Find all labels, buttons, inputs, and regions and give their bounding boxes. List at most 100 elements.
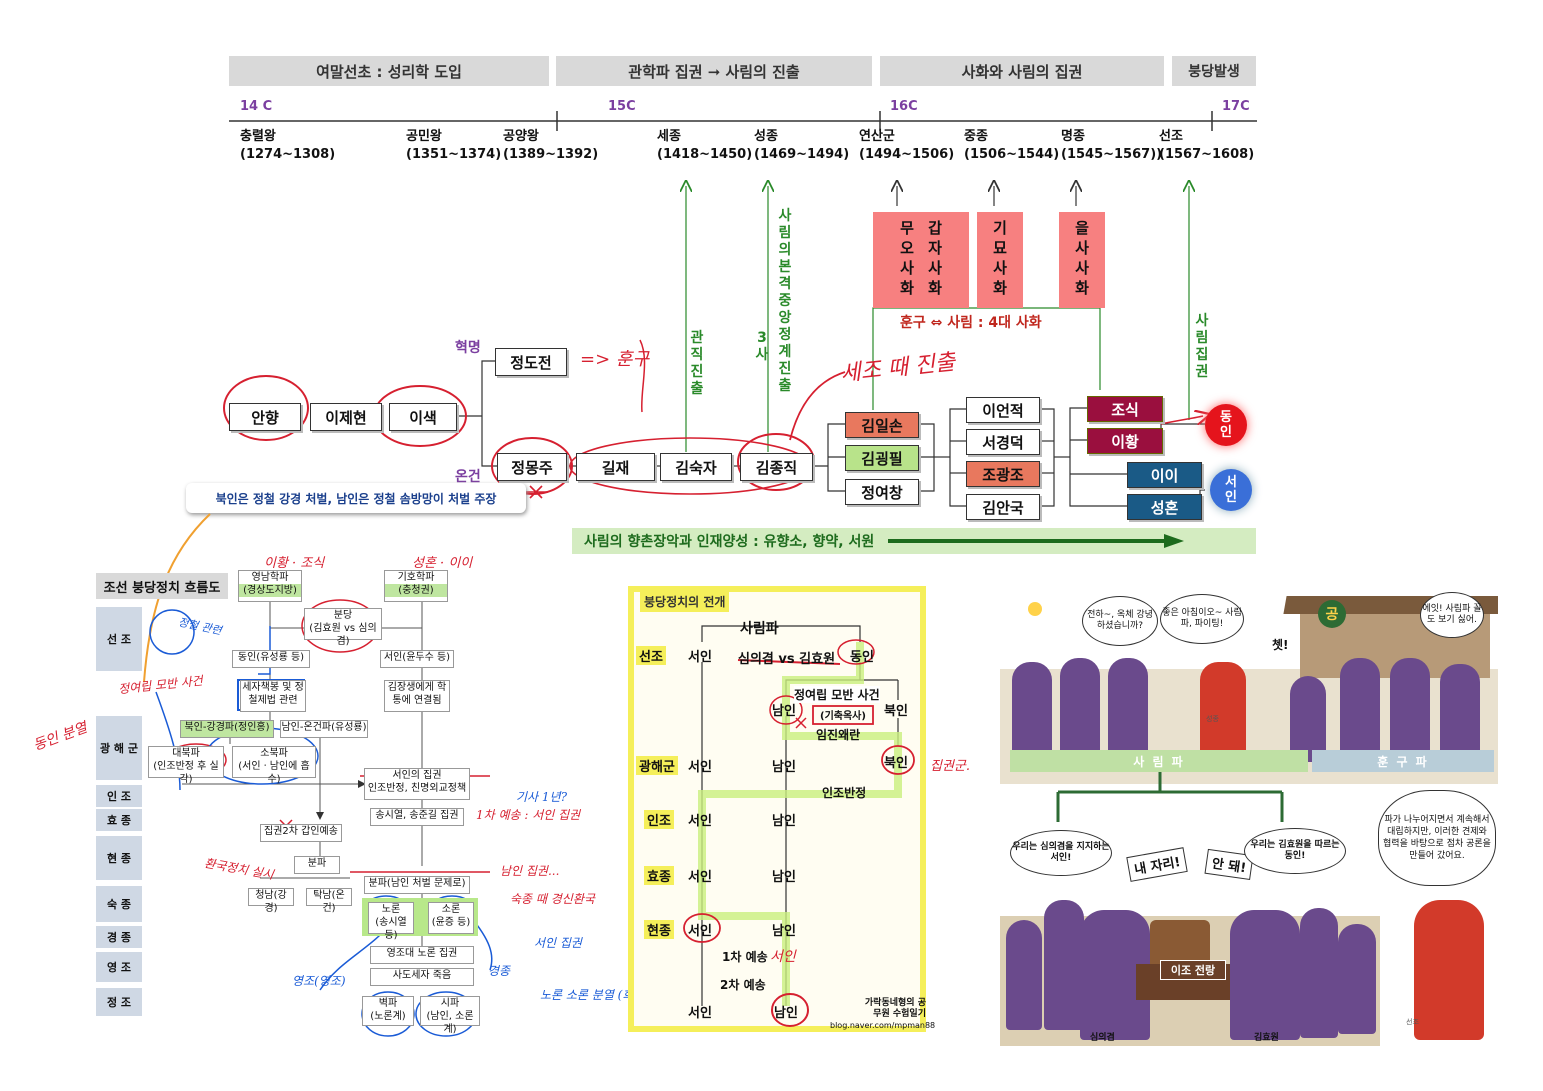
king-yeonsangun: 연산군(1494~1506): [859, 129, 955, 162]
flow-bundang: 분당(김효원 vs 심의겸): [304, 608, 382, 647]
era-sahwa: 사화와 사림의 집권: [880, 56, 1164, 86]
flow-giho: 기호학파(충청권): [384, 570, 448, 602]
hyangchon-arrow-icon: [888, 534, 1185, 548]
official-figure-7: [1440, 664, 1480, 762]
yellow-lines: [683, 625, 915, 1027]
yellow-injo-banjeong: 인조반정: [822, 786, 867, 800]
label-revolution: 혁명: [455, 340, 481, 356]
flow-noron: 노론(송시열 등): [368, 902, 414, 941]
flow-king-sukjong: 숙 종: [96, 886, 142, 922]
person-jeongdojeon: 정도전: [495, 348, 567, 376]
king-seongjong: 성종(1469~1494): [754, 129, 850, 162]
official-figure-5: [1340, 658, 1380, 762]
era-bundang: 붕당발생: [1172, 56, 1256, 86]
flow-sobuk: 소북파(서인ㆍ남인에 흡수): [232, 746, 316, 785]
hw-seong-i: 성혼 · 이이: [412, 556, 473, 571]
cartoon-seonjo-tag: 선조: [1406, 1018, 1419, 1026]
cartoon-king-tag: 성종: [1206, 715, 1219, 723]
sarim-label: 사 림 파: [1010, 750, 1308, 772]
flow-namin: 남인-온건파(유성룡): [280, 720, 368, 738]
timeline-axis: [229, 111, 1257, 131]
yellow-title: 붕당정치의 전개: [640, 591, 730, 612]
person-seonghon: 성혼: [1127, 494, 1202, 520]
king-chungnyeol: 충렬왕(1274~1308): [240, 129, 336, 162]
person-giljae: 길재: [576, 453, 655, 481]
hw-first-yesong: 1차 예송 : 서인 집권: [476, 808, 581, 822]
yellow-event-sub: (기축옥사): [820, 711, 866, 722]
era-yeomal: 여말선초 : 성리학 도입: [229, 56, 549, 86]
person-ii: 이이: [1127, 462, 1202, 488]
dongin-figure-1: [1300, 908, 1338, 1038]
yellow-credit: 가락동네형의 공무원 수험일기: [864, 998, 926, 1019]
yrow2-left: 서인: [688, 760, 712, 775]
century-15: 15C: [608, 99, 636, 114]
flow-yeongnam: 영남학파(경상도지방): [238, 570, 302, 602]
person-jogwangjo: 조광조: [966, 461, 1040, 487]
kimhyowon-figure: [1230, 910, 1300, 1040]
era-gwanhakpa: 관학파 집권 ➞ 사림의 진출: [556, 56, 872, 86]
seonjo-figure: [1414, 900, 1484, 1040]
flow-seja: 세자책봉 및 정철제법 관련: [240, 680, 306, 712]
flow-daebuk: 대북파(인조반정 후 실각): [148, 746, 224, 785]
yrow3-mid: 남인: [772, 814, 796, 829]
yrow3-left: 서인: [688, 814, 712, 829]
yrow2-king: 광해군: [636, 756, 678, 775]
cartoon-name-right: 김효원: [1254, 1033, 1279, 1043]
label-sarim-bongyeok: 사림의본격중앙정계진출: [778, 208, 792, 394]
yrow6-left: 서인: [688, 1006, 712, 1021]
official-figure-6: [1390, 658, 1430, 762]
official-figure-3: [1108, 658, 1148, 762]
sahwa-caption: 훈구 ⇔ 사림 : 4대 사화: [900, 315, 1042, 331]
yellow-imjin: 임진왜란: [816, 728, 861, 742]
cartoon-bottom-scene: [1000, 860, 1380, 1046]
sun-icon: [1028, 602, 1042, 616]
yellow-hw-seoin: 서인: [770, 949, 796, 965]
sahwa-gimyo: 기묘사화: [977, 212, 1023, 308]
king-myeongjong: 명종(1545~1567)): [1061, 129, 1163, 162]
person-jeongyeochang: 정여창: [845, 479, 919, 505]
bubble-dongin: 우리는 김효원을 따르는 동인!: [1244, 828, 1346, 874]
flow-king-jeongjo: 정 조: [96, 988, 142, 1016]
flow-king-gyeongjong: 경 종: [96, 926, 142, 948]
cartoon-name-left: 심의겸: [1090, 1033, 1115, 1043]
yrow5-mid: 남인: [772, 924, 796, 939]
lineage-connectors: [223, 0, 1543, 507]
flow-bunpa: 분파: [294, 856, 340, 874]
yellow-panel: [628, 586, 926, 1032]
yrow1-mid: 남인: [772, 704, 796, 719]
flow-king-hyeonjong: 현 종: [96, 836, 142, 880]
person-josik: 조식: [1087, 396, 1163, 422]
person-kimgoengpil: 김굉필: [845, 445, 919, 471]
flow-song: 송시열, 송준길 집권: [370, 808, 464, 826]
hw-gisa: 기사 1년?: [516, 790, 568, 804]
person-kimsukja: 김숙자: [660, 453, 732, 481]
callout-jeongcheol: 북인은 정철 강경 처벌, 남인은 정철 솜방망이 처벌 주장: [186, 483, 526, 513]
flow-title: 조선 붕당정치 흐름도: [96, 573, 228, 599]
king-figure: [1200, 662, 1246, 762]
desk-label: 이조 전랑: [1160, 960, 1226, 980]
flow-bukin: 북인-강경파(정인홍): [180, 720, 274, 738]
seoin-figure-1: [1006, 920, 1042, 1030]
narration-bubble: 파가 나누어지면서 계속해서 대립하지만, 이러한 견제와 협력을 바탕으로 점…: [1378, 790, 1496, 886]
yrow0-left: 서인: [688, 650, 712, 665]
yrow0-king: 선조: [636, 646, 666, 665]
person-kimilson: 김일손: [845, 412, 919, 438]
yrow5-left: 서인: [688, 924, 712, 939]
bubble-seoin: 우리는 심의겸을 지지하는 서인!: [1010, 830, 1112, 876]
flow-byeokpa: 벽파(노론계): [362, 996, 414, 1026]
king-jungjong: 중종(1506~1544): [964, 129, 1060, 162]
bubble-jeonha: 전하~, 옥체 강녕하셨습니까?: [1082, 596, 1158, 646]
label-moderate: 온건: [455, 469, 481, 485]
hw-gyeongjong: 경종: [488, 964, 511, 978]
flow-king-injo: 인 조: [96, 785, 142, 807]
dongin-badge: 동인: [1205, 404, 1247, 446]
bubble-joeun: 좋은 아침이오~ 사림파, 파이팅!: [1160, 594, 1244, 644]
label-3sa: 3사: [755, 330, 769, 363]
yrow4-left: 서인: [688, 870, 712, 885]
gong-badge: 공: [1318, 600, 1346, 628]
yrow5-king: 현종: [644, 920, 674, 939]
flow-king-gwanghaegun: 광 해 군: [96, 716, 142, 780]
century-14: 14 C: [240, 99, 273, 114]
century-17: 17C: [1222, 99, 1250, 114]
